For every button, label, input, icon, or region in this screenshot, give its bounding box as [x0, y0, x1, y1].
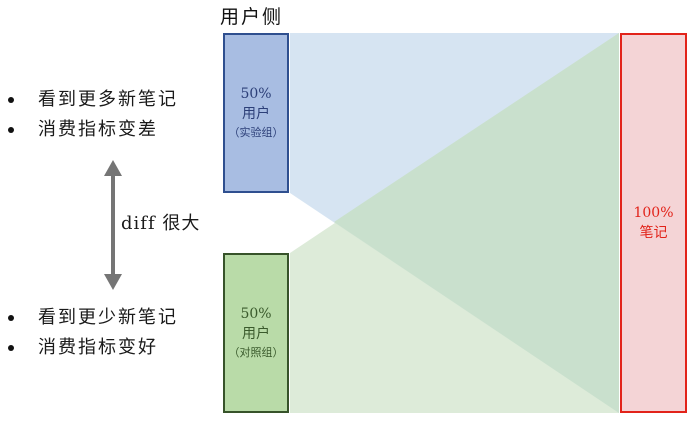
list-item: 看到更少新笔记	[8, 303, 178, 333]
user-side-title: 用户侧	[220, 6, 284, 28]
control-sublabel: （对照组）	[228, 346, 284, 359]
bullet-icon	[8, 97, 14, 103]
diff-label: diff 很大	[121, 213, 201, 234]
experiment-sublabel: （实验组）	[228, 126, 284, 139]
experiment-group-box: 50% 用户 （实验组）	[223, 33, 289, 193]
bullet-icon	[8, 345, 14, 351]
control-percent: 50%	[240, 306, 272, 322]
experiment-label: 用户	[242, 106, 270, 122]
flow-overlap	[334, 33, 619, 413]
notes-label: 笔记	[639, 225, 668, 241]
notes-percent: 100%	[633, 205, 674, 221]
double-arrow-icon	[104, 160, 122, 290]
notes-pool-box: 100% 笔记	[620, 33, 687, 413]
experiment-percent: 50%	[240, 86, 272, 102]
control-label: 用户	[242, 326, 270, 342]
control-group-box: 50% 用户 （对照组）	[223, 253, 289, 413]
list-item: 看到更多新笔记	[8, 85, 178, 115]
experiment-effects-list: 看到更多新笔记 消费指标变差	[8, 85, 178, 145]
bullet-icon	[8, 127, 14, 133]
list-item: 消费指标变差	[8, 115, 178, 145]
control-effects-list: 看到更少新笔记 消费指标变好	[8, 303, 178, 363]
list-item: 消费指标变好	[8, 333, 178, 363]
bullet-icon	[8, 315, 14, 321]
